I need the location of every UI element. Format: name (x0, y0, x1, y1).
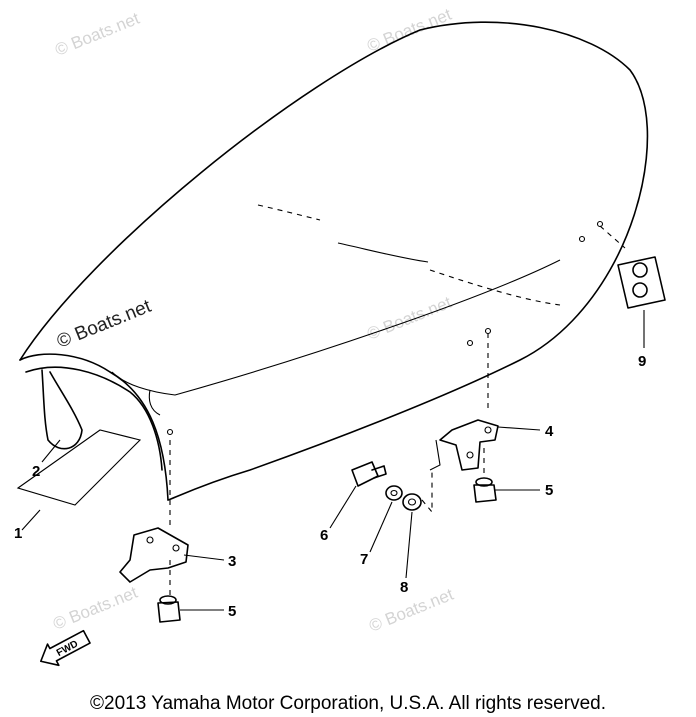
washer-8 (402, 470, 433, 514)
watermark-group: © Boats.net © Boats.net © Boats.net © Bo… (50, 5, 456, 636)
callout-3: 3 (228, 553, 236, 570)
leader-lines (21, 310, 645, 611)
callout-1: 1 (14, 525, 22, 542)
copyright-notice: ©2013 Yamaha Motor Corporation, U.S.A. A… (90, 693, 606, 714)
bracket-4 (429, 333, 499, 471)
bolt-6 (351, 461, 387, 487)
fwd-label: FWD (55, 639, 80, 659)
callout-4: 4 (545, 423, 554, 440)
watermark: © Boats.net (50, 583, 140, 634)
callout-2: 2 (32, 463, 40, 480)
bracket-3 (119, 440, 189, 583)
fwd-arrow-icon: FWD (40, 629, 91, 667)
washer-7 (385, 485, 403, 501)
watermark: © Boats.net (364, 293, 454, 344)
watermark-main: © Boats.net (54, 296, 155, 353)
callout-6: 6 (320, 527, 328, 544)
callout-7: 7 (360, 551, 368, 568)
watermark: © Boats.net (52, 9, 142, 60)
callout-8: 8 (400, 579, 408, 596)
nut-5-right (473, 448, 497, 503)
watermark: © Boats.net (364, 5, 454, 56)
seat-assembly (16, 21, 649, 506)
nut-5-left (157, 560, 181, 623)
watermark: © Boats.net (366, 585, 456, 636)
callout-9: 9 (638, 353, 646, 370)
callouts: 1 2 3 4 5 5 6 7 8 9 (14, 353, 646, 620)
callout-5-right: 5 (545, 482, 553, 499)
callout-5-left: 5 (228, 603, 236, 620)
bracket-9 (599, 225, 666, 309)
